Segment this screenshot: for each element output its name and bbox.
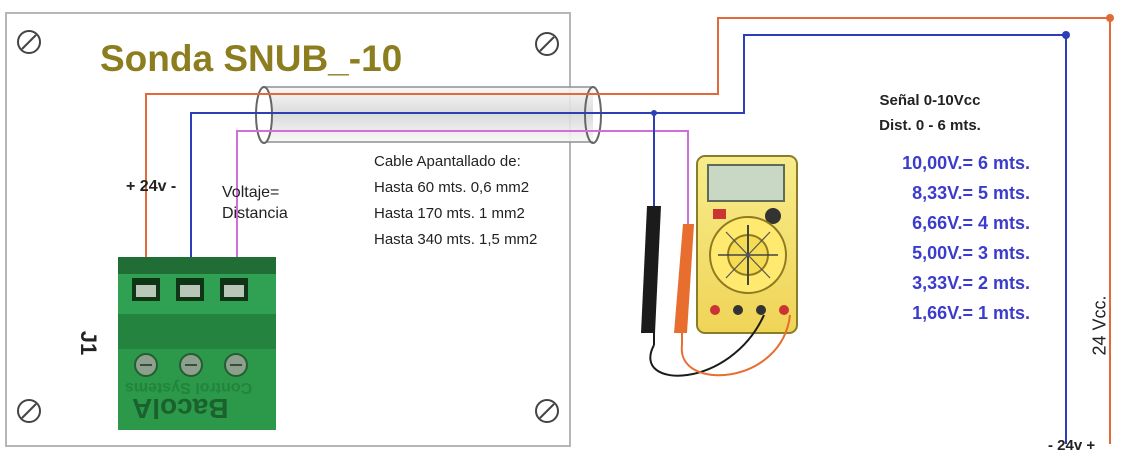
bottom-supply-label: - 24v +: [1048, 437, 1096, 454]
screw-icon-bottom-right: [535, 399, 559, 423]
voltage-label-line-1: Voltaje=: [222, 184, 280, 201]
connector-label: J1: [76, 330, 102, 356]
cable-notes: Cable Apantallado de: Hasta 60 mts. 0,6 …: [374, 149, 537, 253]
negative-junction: [1062, 31, 1070, 39]
connector-j1: [118, 257, 276, 430]
mapping-line-6: 1,66V.= 1 mts.: [912, 303, 1030, 323]
supply-label: + 24v -: [126, 178, 177, 195]
mapping-line-5: 3,33V.= 2 mts.: [912, 273, 1030, 293]
cable-note-line-1: Cable Apantallado de:: [374, 153, 521, 170]
negative-wire: [190, 34, 1067, 444]
screw-icon-top-left: [17, 30, 41, 54]
signal-wire: [236, 130, 689, 272]
mapping-line-1: 10,00V.= 6 mts.: [902, 153, 1030, 173]
cable-note-line-2: Hasta 60 mts. 0,6 mm2: [374, 179, 530, 196]
mapping-line-3: 6,66V.= 4 mts.: [912, 213, 1030, 233]
screw-icon-top-right: [535, 32, 559, 56]
voltage-label: Voltaje= Distancia: [222, 182, 288, 224]
connector-brand-line-2: BacolA: [132, 393, 229, 424]
signal-title-line-1: Señal 0-10Vcc: [879, 92, 981, 109]
positive-wire: [145, 17, 1111, 444]
mapping-line-2: 8,33V.= 5 mts.: [912, 183, 1030, 203]
red-probe: [674, 224, 791, 377]
sensor-enclosure: [5, 12, 571, 447]
cable-note-line-4: Hasta 340 mts. 1,5 mm2: [374, 231, 538, 248]
signal-title-line-2: Dist. 0 - 6 mts.: [879, 117, 981, 134]
vertical-supply-label: 24 Vcc.: [1089, 295, 1110, 356]
cable-note-line-3: Hasta 170 mts. 1 mm2: [374, 205, 525, 222]
multimeter: [696, 155, 798, 334]
distance-mapping: 10,00V.= 6 mts. 8,33V.= 5 mts. 6,66V.= 4…: [834, 148, 1030, 328]
shielded-cable: [255, 86, 602, 144]
mapping-line-4: 5,00V.= 3 mts.: [912, 243, 1030, 263]
probe-link-junction: [651, 110, 657, 116]
signal-title: Señal 0-10Vcc Dist. 0 - 6 mts.: [845, 88, 1015, 138]
diagram-title: Sonda SNUB_-10: [100, 38, 403, 79]
black-probe: [641, 206, 765, 377]
positive-junction: [1106, 14, 1114, 22]
voltage-label-line-2: Distancia: [222, 205, 288, 222]
screw-icon-bottom-left: [17, 399, 41, 423]
